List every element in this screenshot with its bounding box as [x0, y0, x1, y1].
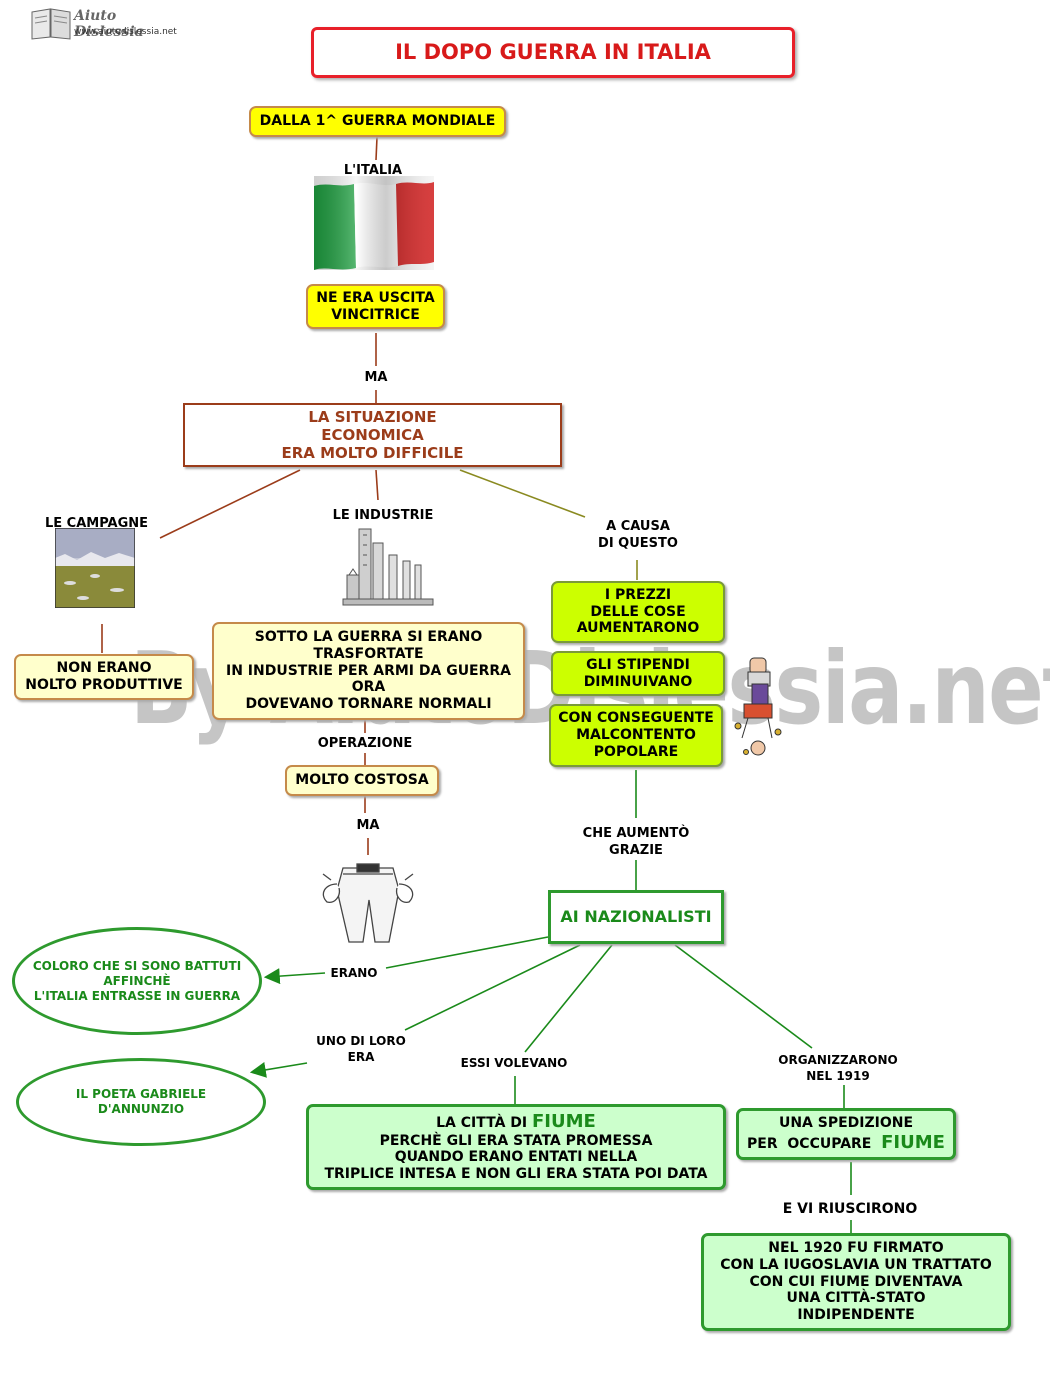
- arrow-erano-coloro: [263, 968, 326, 985]
- line-naz-erano: [385, 936, 549, 969]
- node-malcontento-popolare: CON CONSEGUENTE MALCONTENTO POPOLARE: [549, 704, 723, 767]
- italian-flag-image: [314, 176, 434, 270]
- arrow-uno-poeta: [249, 1062, 308, 1078]
- line-guerra-italia: [375, 136, 378, 161]
- line-situazione-causa: [459, 469, 586, 518]
- logo-url: www.aiutodislessia.net: [74, 27, 177, 37]
- node-trattato-1920: NEL 1920 FU FIRMATO CON LA IUGOSLAVIA UN…: [701, 1233, 1011, 1331]
- shaken-man-image: [734, 657, 782, 756]
- node-citta-fiume: LA CITTÀ DI FIUME PERCHÈ GLI ERA STATA P…: [306, 1104, 726, 1190]
- factory-image: [342, 528, 434, 606]
- label-erano: ERANO: [330, 966, 378, 980]
- node-molto-costosa: MOLTO COSTOSA: [285, 765, 439, 796]
- node-prezzi-aumentarono: I PREZZI DELLE COSE AUMENTARONO: [551, 581, 725, 643]
- node-uscita-vincitrice: NE ERA USCITA VINCITRICE: [306, 284, 445, 329]
- node-dalla-guerra: DALLA 1^ GUERRA MONDIALE: [249, 106, 506, 137]
- node-situazione-economica: LA SITUAZIONE ECONOMICA ERA MOLTO DIFFIC…: [183, 403, 562, 467]
- label-essi-volevano: ESSI VOLEVANO: [460, 1056, 568, 1070]
- node-industrie-trasformate: SOTTO LA GUERRA SI ERANO TRASFORTATE IN …: [212, 622, 525, 720]
- line-naz-uno: [404, 944, 581, 1031]
- line-naz-volevano: [524, 944, 613, 1053]
- label-vi-riuscirono: E VI RIUSCIRONO: [782, 1201, 918, 1217]
- fiume-highlight-2: FIUME: [881, 1131, 945, 1153]
- label-italia: L'ITALIA: [343, 163, 403, 178]
- node-coloro-battuti: COLORO CHE SI SONO BATTUTI AFFINCHÈ L'IT…: [12, 927, 262, 1035]
- countryside-image: [55, 528, 135, 608]
- label-industrie: LE INDUSTRIE: [332, 508, 434, 523]
- label-aumento-grazie: CHE AUMENTÒ GRAZIE: [582, 826, 690, 858]
- line-situazione-industrie: [375, 469, 379, 501]
- fiume-highlight: FIUME: [532, 1111, 596, 1132]
- label-ma-1: MA: [364, 370, 388, 385]
- logo-name: Aiuto Dislessia: [74, 8, 144, 40]
- node-non-erano-produttive: NON ERANO NOLTO PRODUTTIVE: [14, 654, 194, 700]
- line-naz-organizzarono: [674, 944, 813, 1049]
- book-icon: [31, 8, 71, 40]
- node-poeta-dannunzio: IL POETA GABRIELE D'ANNUNZIO: [16, 1058, 266, 1146]
- line-situazione-campagne: [159, 469, 301, 539]
- node-spedizione: UNA SPEDIZIONE PER OCCUPARE FIUME: [736, 1108, 956, 1160]
- label-organizzarono: ORGANIZZARONO NEL 1919: [778, 1053, 898, 1083]
- label-a-causa: A CAUSA DI QUESTO: [598, 519, 678, 551]
- node-ai-nazionalisti: AI NAZIONALISTI: [548, 890, 724, 944]
- label-uno-di-loro: UNO DI LORO ERA: [316, 1034, 406, 1064]
- empty-pockets-image: [322, 863, 414, 943]
- label-operazione: OPERAZIONE: [317, 736, 413, 751]
- node-stipendi-diminuivano: GLI STIPENDI DIMINUIVANO: [551, 651, 725, 696]
- label-ma-2: MA: [356, 818, 380, 833]
- page-title: IL DOPO GUERRA IN ITALIA: [311, 27, 795, 78]
- logo: Aiuto Dislessia www.aiutodislessia.net: [30, 6, 190, 42]
